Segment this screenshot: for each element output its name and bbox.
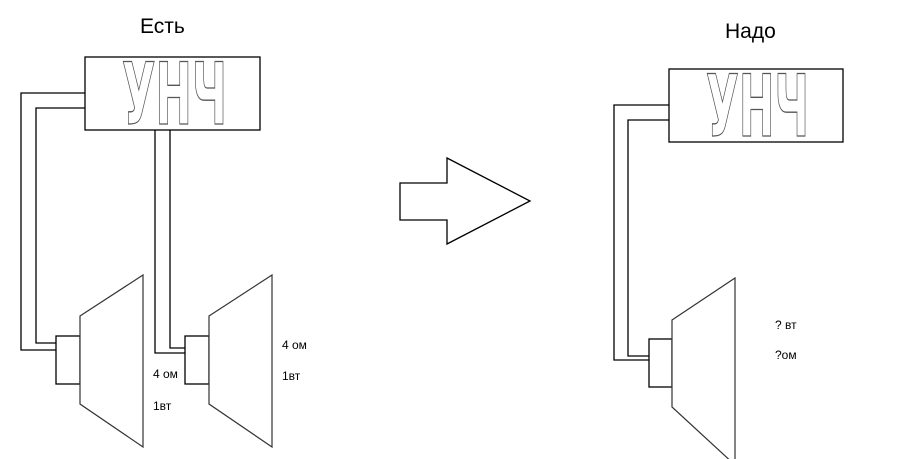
wire-inner [627, 119, 669, 357]
wire-outer [613, 104, 669, 361]
speaker-magnet [184, 335, 210, 385]
speaker [648, 276, 736, 459]
speaker-power-unknown: ? вт [775, 318, 797, 332]
speaker2-power: 1вт [282, 369, 301, 383]
wire-inner-speaker1 [35, 107, 85, 344]
arrow-right-icon [399, 156, 532, 246]
current-title: Есть [140, 15, 185, 38]
speaker2-impedance: 4 ом [282, 338, 307, 352]
speaker-magnet [55, 335, 81, 385]
wire-inner-speaker2 [169, 130, 185, 349]
speaker-cone [671, 276, 736, 459]
desired-setup: Надо УНЧ ? вт ?ом [613, 20, 844, 459]
speaker-cone [79, 273, 144, 449]
speaker-cone [208, 273, 273, 449]
amplifier-label-right: УНЧ [706, 57, 809, 157]
wire-outer-speaker1 [20, 92, 85, 351]
wire-outer-speaker2 [154, 130, 185, 354]
amplifier-block-right: УНЧ [668, 56, 844, 158]
amplifier-block-left: УНЧ [84, 44, 261, 146]
amplifier-label-left: УНЧ [122, 45, 227, 145]
speaker1-power: 1вт [153, 399, 172, 413]
desired-title: Надо [725, 20, 776, 43]
speaker-impedance-unknown: ?ом [775, 348, 797, 362]
speaker-2 [184, 273, 273, 449]
speaker1-impedance: 4 ом [153, 367, 178, 381]
speaker-1 [55, 273, 144, 449]
speaker-magnet [648, 338, 673, 388]
current-setup: Есть УНЧ 4 ом 1вт 4 ом 1вт [20, 15, 307, 449]
